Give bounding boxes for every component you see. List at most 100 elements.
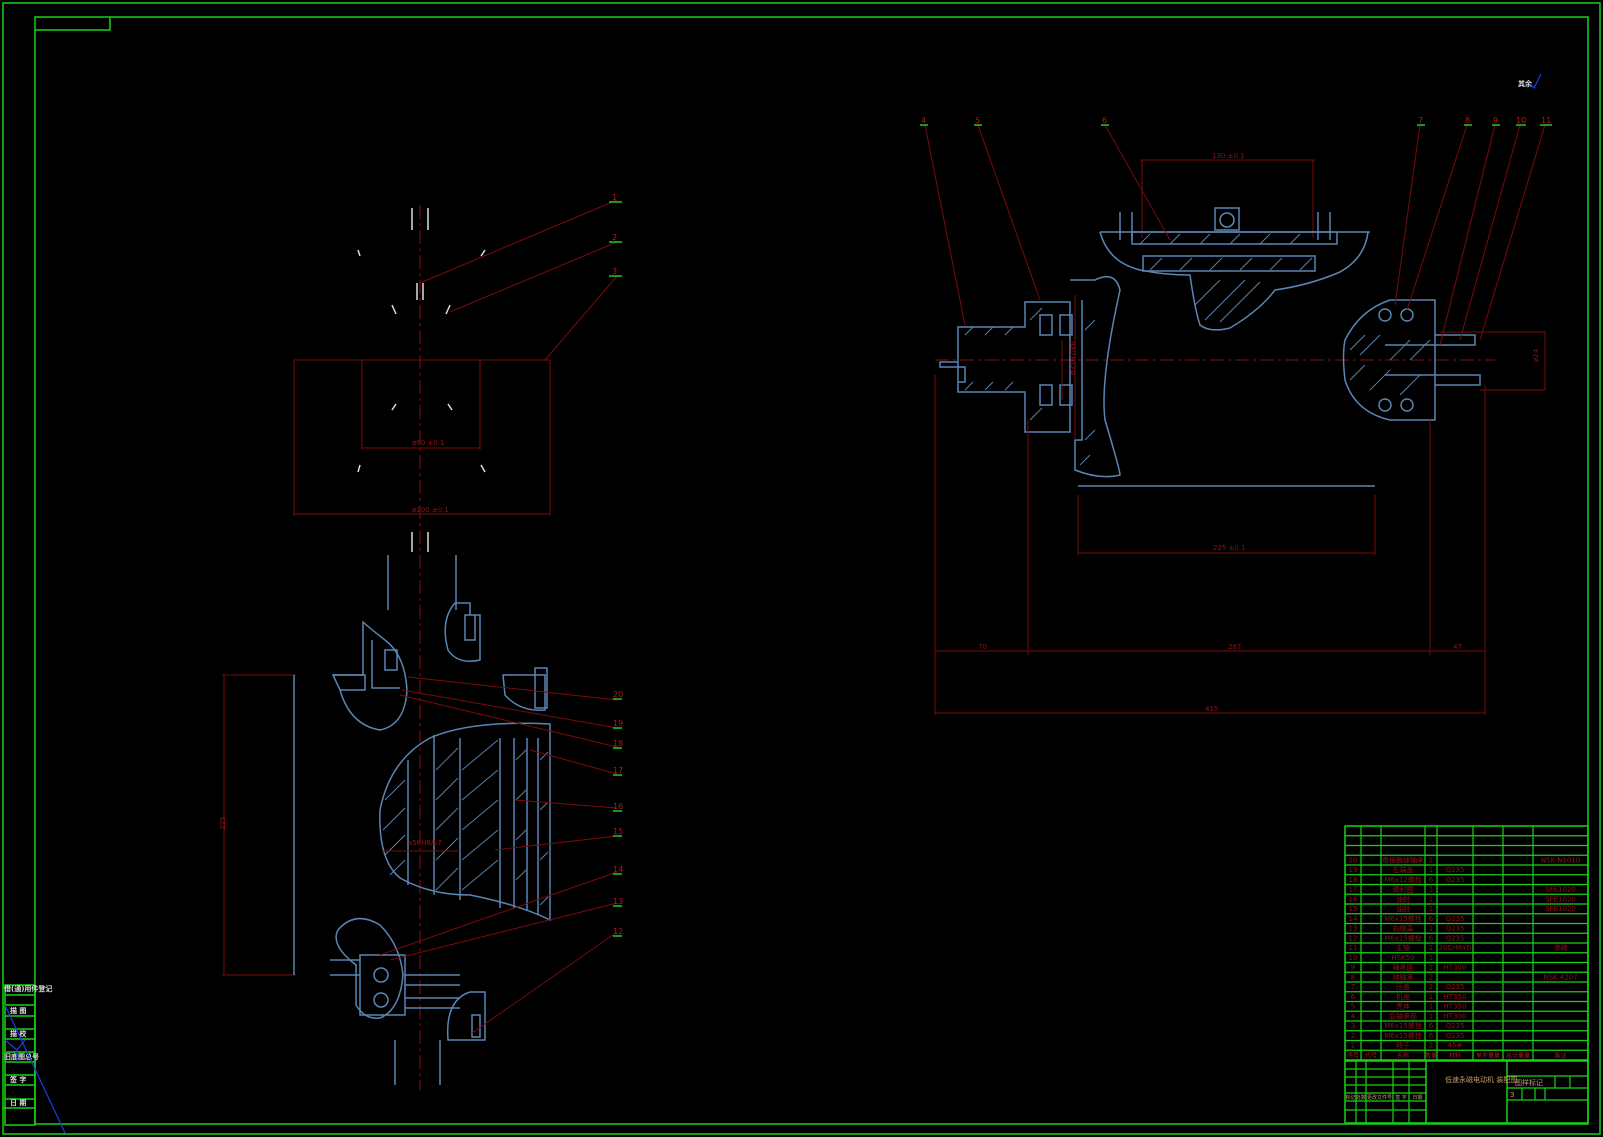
parts-cell: 转子 xyxy=(1396,1041,1410,1050)
parts-cell: HT300 xyxy=(1444,964,1467,972)
parts-cell: 1 xyxy=(1429,1012,1433,1020)
parts-cell: 2 xyxy=(1351,1032,1355,1040)
parts-cell: SFE1020 xyxy=(1545,905,1576,913)
parts-cell: 6 xyxy=(1429,934,1434,942)
balloon: 18 xyxy=(613,739,623,749)
parts-cell: 备注 xyxy=(1554,1051,1566,1059)
dimension-label: ø100 ±0.1 xyxy=(412,506,449,514)
parts-cell: SFE1020 xyxy=(1545,895,1576,903)
scale-label: 图样标记 xyxy=(1515,1078,1543,1087)
parts-cell: M6x15螺栓 xyxy=(1384,914,1422,923)
svg-text:2: 2 xyxy=(612,233,617,242)
balloon: 11 xyxy=(1540,116,1552,126)
parts-cell: 1 xyxy=(1429,964,1433,972)
parts-cell: Q235 xyxy=(1446,934,1465,942)
balloon: 17 xyxy=(613,766,623,776)
parts-cell: 6 xyxy=(1429,915,1434,923)
parts-cell: 数量 xyxy=(1425,1051,1437,1059)
balloon: 12 xyxy=(613,927,623,937)
dimension-label: 415 xyxy=(1205,705,1218,713)
parts-cell: 3 xyxy=(1351,1022,1355,1030)
balloon: 9 xyxy=(1492,116,1500,126)
strip-label: 借(通)用件登记 xyxy=(3,984,52,993)
parts-cell: 2 xyxy=(1429,973,1433,981)
parts-cell: 2 xyxy=(1429,856,1433,864)
dimension-label: ø35H7/k6 xyxy=(1069,341,1077,375)
parts-cell: Q235 xyxy=(1446,876,1465,884)
parts-cell: 右端盖 xyxy=(1393,924,1414,933)
parts-cell: 材料 xyxy=(1449,1051,1461,1059)
dimension-label: 70 xyxy=(978,643,987,651)
parts-cell: NSK 4207 xyxy=(1543,973,1577,981)
parts-cell: 主轴 xyxy=(1396,943,1410,952)
tb-header: 签 字 xyxy=(1395,1094,1407,1101)
parts-cell: NSK N1010 xyxy=(1541,856,1581,864)
parts-cell: 角接触球轴承 xyxy=(1382,855,1424,864)
left-top-view: ø60 ±0.1 ø100 ±0.1 xyxy=(293,199,618,1090)
parts-cell: 1 xyxy=(1429,886,1433,894)
svg-text:4: 4 xyxy=(921,116,926,125)
balloon: 15 xyxy=(613,827,623,837)
parts-cell: 11 xyxy=(1349,944,1358,952)
balloon: 7 xyxy=(1417,116,1425,126)
parts-cell: Q235 xyxy=(1446,1032,1465,1040)
parts-cell: 1 xyxy=(1429,954,1433,962)
balloon: 10 xyxy=(1516,116,1526,126)
parts-cell: 密封圈 xyxy=(1393,885,1414,894)
svg-text:3: 3 xyxy=(612,267,617,276)
balloon: 1 xyxy=(609,193,622,203)
strip-annotation-lines xyxy=(4,1004,66,1134)
dimension-label: 225 xyxy=(219,817,227,830)
balloon: 6 xyxy=(1101,116,1109,126)
left-section-view: 225 ø56H8/k7 xyxy=(219,555,618,1085)
parts-cell: 球轴承 xyxy=(1393,972,1414,981)
parts-cell: 12 xyxy=(1349,934,1358,942)
parts-cell: 6 xyxy=(1429,1032,1434,1040)
parts-cell: 序号 xyxy=(1347,1051,1359,1059)
dimension-label: 47 xyxy=(1453,643,1462,651)
parts-cell: 1 xyxy=(1429,925,1433,933)
dimension-label: ø60 ±0.1 xyxy=(412,439,444,447)
parts-cell: 6 xyxy=(1429,1022,1434,1030)
parts-cell: 20 xyxy=(1349,856,1358,864)
parts-cell: 轴承座 xyxy=(1393,963,1414,972)
check-mark-icon xyxy=(1529,73,1542,90)
parts-cell: 14 xyxy=(1349,915,1358,923)
parts-cell: 壳体 xyxy=(1396,1002,1410,1011)
strip-label: 旧底图总号 xyxy=(4,1052,39,1061)
balloon: 8 xyxy=(1464,116,1472,126)
parts-cell: 18 xyxy=(1349,876,1358,884)
parts-cell: 1 xyxy=(1429,866,1433,874)
parts-cell: Q235 xyxy=(1446,1022,1465,1030)
svg-text:7: 7 xyxy=(1418,116,1423,125)
parts-cell: 代号 xyxy=(1365,1051,1377,1059)
svg-text:17: 17 xyxy=(613,766,623,775)
tb-header: 处数 xyxy=(1356,1094,1366,1101)
svg-text:12: 12 xyxy=(613,927,623,936)
parts-cell: M6x15螺栓 xyxy=(1384,933,1422,942)
parts-cell: SFE1020 xyxy=(1545,886,1576,894)
parts-cell: 后轴承座 xyxy=(1389,1011,1417,1020)
parts-cell: 13 xyxy=(1349,925,1358,933)
parts-cell: 4 xyxy=(1351,1012,1356,1020)
svg-text:20: 20 xyxy=(613,690,623,699)
parts-cell: 单件重量 xyxy=(1476,1051,1500,1059)
parts-cell: 16 xyxy=(1349,895,1358,903)
parts-cell: 总计重量 xyxy=(1506,1051,1530,1059)
svg-text:1: 1 xyxy=(612,193,617,202)
parts-cell: 9 xyxy=(1351,964,1355,972)
parts-cell: 1 xyxy=(1429,905,1433,913)
balloon: 3 xyxy=(609,267,622,277)
drawing-title: 低速永磁电动机 装配图 xyxy=(1445,1075,1517,1084)
parts-cell: 1 xyxy=(1351,1042,1355,1050)
title-block: 低速永磁电动机 装配图 图样标记 3 标记 处数 更改文件号 签 字 日期 xyxy=(1344,1060,1589,1124)
inner-border xyxy=(34,16,1589,1125)
parts-cell: M6x15螺栓 xyxy=(1384,1031,1422,1040)
tb-header: 更改文件号 xyxy=(1367,1094,1392,1101)
svg-text:18: 18 xyxy=(613,739,623,748)
right-section-view: 130 ±0.1 ø35H7/k6 ø24 225 ±0.1 70 287 47 xyxy=(924,124,1546,715)
dimension-label: ø56H8/k7 xyxy=(408,839,442,847)
strip-label: 日 期 xyxy=(10,1098,26,1107)
svg-text:9: 9 xyxy=(1493,116,1498,125)
